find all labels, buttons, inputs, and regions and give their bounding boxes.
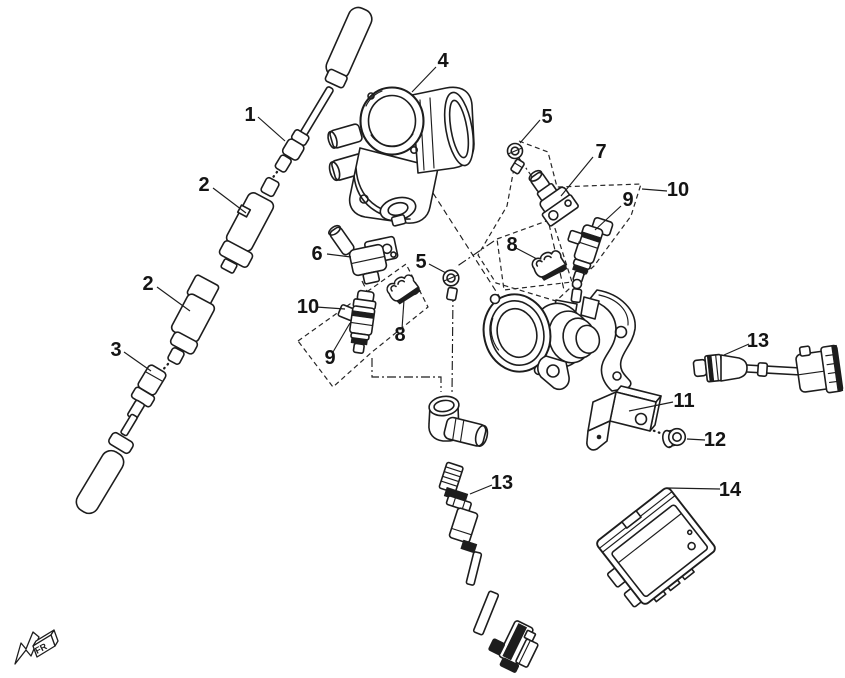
injector-group-b: [297, 263, 429, 388]
intake-duct: [428, 395, 489, 447]
spark-plug-cap: [75, 364, 167, 515]
leader-lines: [123, 66, 750, 495]
callout-13a: 13: [747, 330, 769, 352]
callout-1: 1: [244, 104, 255, 126]
callout-14: 14: [719, 479, 742, 501]
callout-5b: 5: [415, 251, 426, 273]
throttle-body: [327, 86, 475, 227]
callout-11: 11: [673, 390, 694, 412]
oxygen-sensor-right: [692, 344, 844, 394]
callout-7: 7: [595, 141, 606, 163]
bolt-a: [506, 142, 525, 175]
bolt-b: [442, 269, 460, 302]
map-sensor: [328, 224, 399, 285]
flange-nut: [661, 427, 687, 449]
ignition-coil-b: [159, 274, 220, 374]
callout-labels: 1 2 2 3 4 5 5 6 7 8 8 9 9 10 10 11 12 13…: [110, 50, 769, 501]
callout-2b: 2: [142, 273, 153, 295]
callout-10b: 10: [297, 296, 319, 318]
fr-direction-icon: FR: [14, 629, 59, 665]
injector-group-a: [477, 140, 642, 302]
callout-3: 3: [110, 339, 121, 361]
callout-6: 6: [311, 243, 322, 265]
callout-5a: 5: [541, 106, 552, 128]
oxygen-sensor-bottom: [438, 461, 539, 673]
sensor-assembly-7: [528, 169, 579, 227]
injector-clamp-a: [531, 250, 568, 281]
callout-9a: 9: [622, 189, 633, 211]
callout-8b: 8: [394, 324, 405, 346]
spark-plug-wire: [269, 6, 373, 182]
callout-8a: 8: [506, 234, 517, 256]
throttle-body-manifold-view: [482, 278, 636, 392]
ecu: [596, 487, 716, 608]
callout-4: 4: [437, 50, 449, 72]
ignition-coil-a: [218, 176, 280, 274]
fuel-injector-a: [567, 216, 614, 284]
injector-clamp-b: [386, 274, 421, 305]
callout-9b: 9: [324, 347, 335, 369]
sensor-bracket: [586, 385, 662, 451]
fuel-injector-b: [337, 289, 377, 355]
callout-12: 12: [704, 429, 726, 451]
callout-13b: 13: [491, 472, 513, 494]
callout-10a: 10: [667, 179, 689, 201]
callout-2a: 2: [198, 174, 209, 196]
